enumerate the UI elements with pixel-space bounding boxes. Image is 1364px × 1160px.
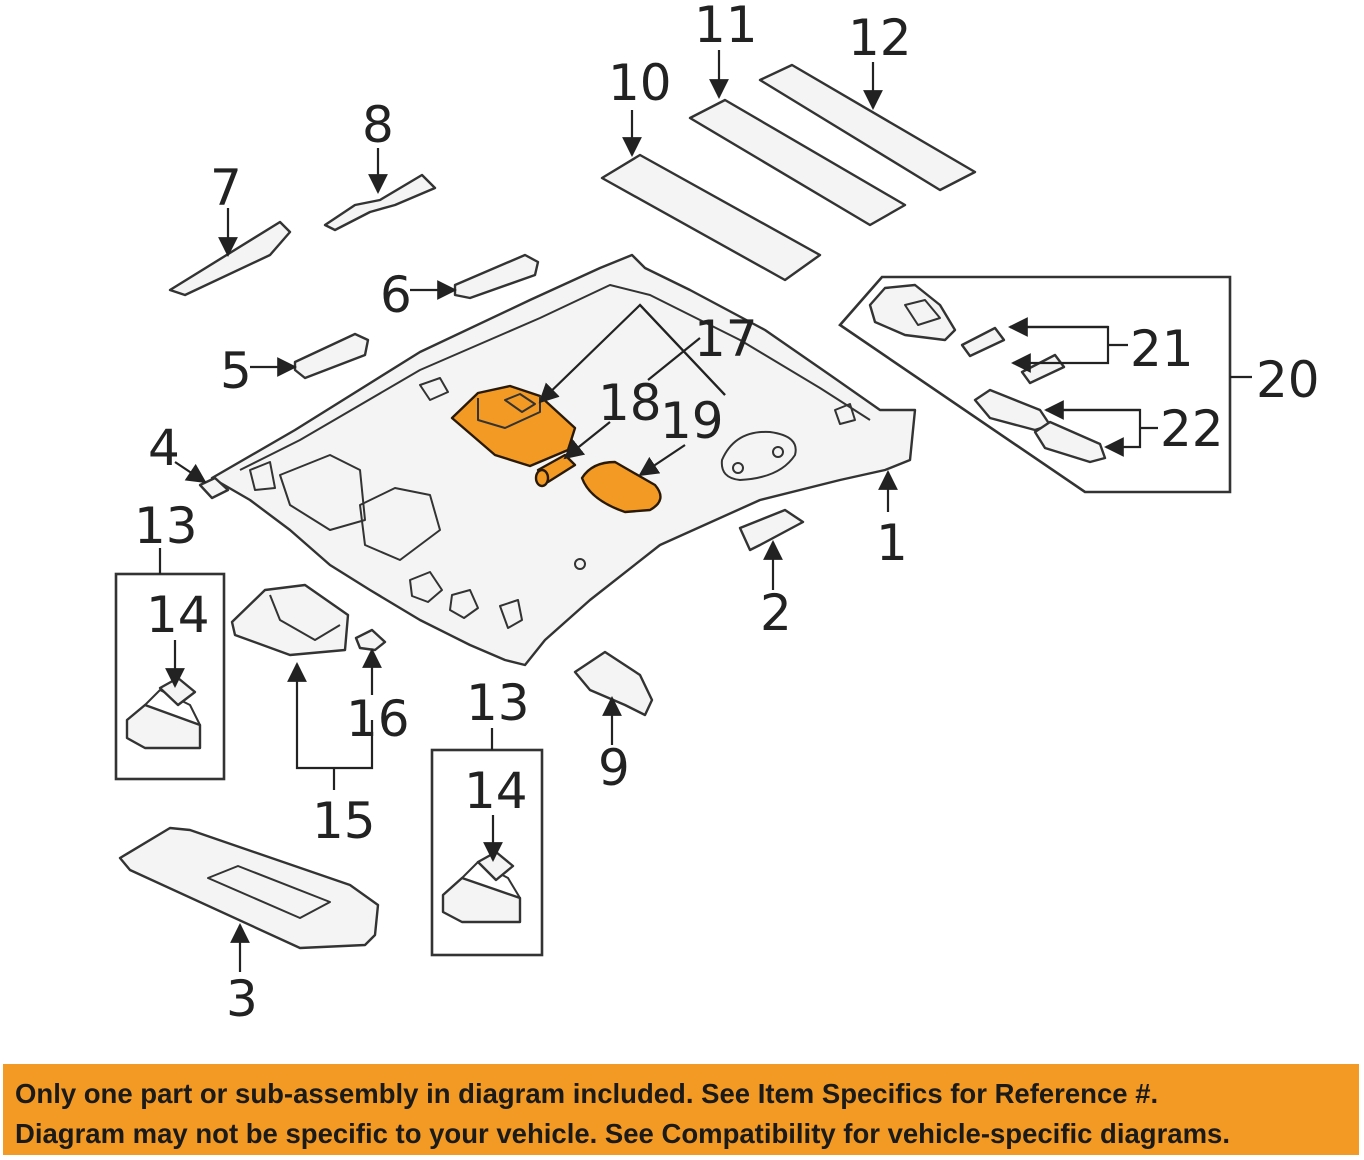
lens-22	[973, 388, 1107, 464]
reinforcement-bracket	[323, 173, 437, 232]
callout-20: 20	[1256, 351, 1320, 409]
callout-14-right: 14	[464, 762, 528, 820]
callout-16: 16	[346, 690, 410, 748]
lamp-kit-box	[838, 275, 1232, 494]
callout-4: 4	[148, 419, 180, 477]
trim-piece-9	[573, 650, 654, 717]
sun-visor	[118, 826, 380, 950]
dome-lamp-assembly	[450, 384, 577, 468]
callout-1: 1	[876, 514, 908, 572]
callout-12: 12	[848, 9, 912, 67]
courtesy-lamp-box-right	[430, 748, 544, 957]
callout-17: 17	[694, 310, 758, 368]
courtesy-lamp-left	[125, 676, 202, 750]
bulb-21	[960, 326, 1066, 385]
side-rail-trim	[168, 220, 292, 297]
grab-handle-bracket	[738, 508, 805, 552]
retainer-clip	[198, 476, 230, 500]
callout-13-left: 13	[134, 497, 198, 555]
callout-9: 9	[598, 739, 630, 797]
callout-21: 21	[1130, 320, 1194, 378]
roof-strip-10	[600, 153, 822, 282]
parts-diagram: 1 2 3 4 5 6 7 8 9 10 11 12 13 14 15 16 1…	[114, 0, 1320, 1028]
callout-7: 7	[210, 159, 242, 217]
leader-lines	[158, 50, 1252, 972]
callout-13-right: 13	[466, 674, 530, 732]
trim-piece-6	[453, 253, 540, 300]
disclaimer-line-2: Diagram may not be specific to your vehi…	[15, 1118, 1230, 1149]
callout-8: 8	[362, 96, 394, 154]
callout-19: 19	[660, 392, 724, 450]
callout-22: 22	[1160, 400, 1224, 458]
bulb-16	[354, 628, 387, 652]
callout-11: 11	[694, 0, 758, 54]
courtesy-lamp-right	[441, 850, 522, 924]
trim-piece-5	[293, 332, 370, 380]
courtesy-lamp-box-left	[114, 572, 226, 781]
callout-2: 2	[760, 584, 792, 642]
roof-strip-12	[758, 63, 977, 192]
callout-6: 6	[380, 266, 412, 324]
roof-strip-11	[688, 98, 907, 227]
rear-lamp-assembly	[230, 583, 350, 657]
lamp-lens	[580, 460, 662, 514]
callout-3: 3	[226, 970, 258, 1028]
callout-10: 10	[608, 54, 672, 112]
lamp-bulb	[534, 453, 577, 488]
map-lamp	[868, 283, 957, 342]
callout-14-left: 14	[146, 586, 210, 644]
callout-5: 5	[220, 342, 252, 400]
disclaimer-banner: Only one part or sub-assembly in diagram…	[3, 1064, 1359, 1155]
callout-15: 15	[312, 792, 376, 850]
callout-18: 18	[598, 374, 662, 432]
disclaimer-line-1: Only one part or sub-assembly in diagram…	[15, 1078, 1159, 1109]
